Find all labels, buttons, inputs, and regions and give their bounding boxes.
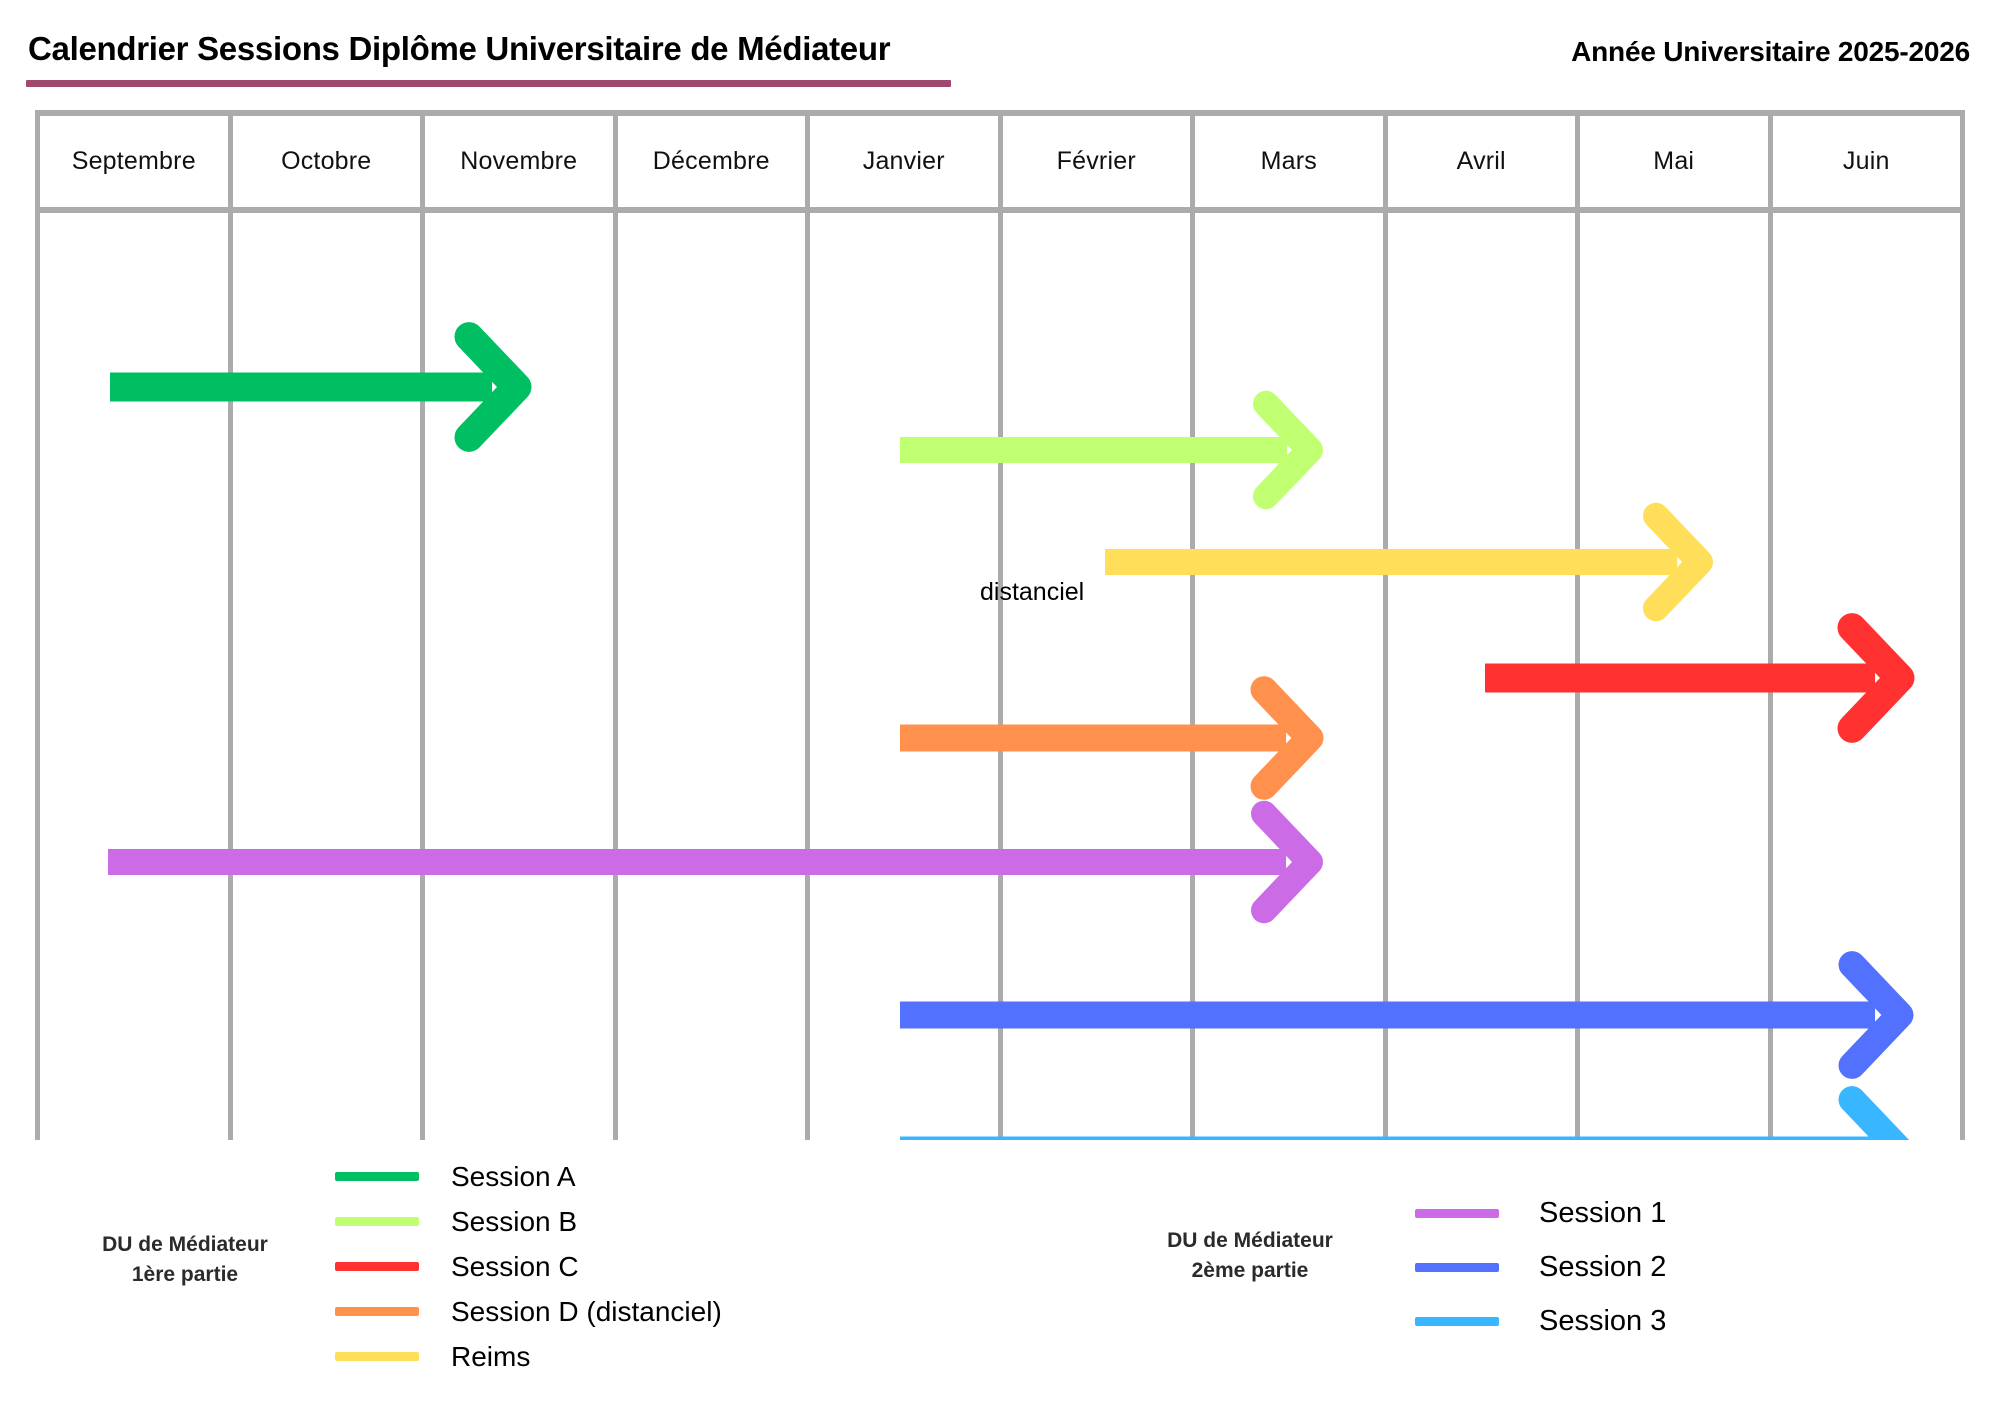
legend-item-label: Session 1 bbox=[1539, 1196, 1667, 1229]
month-cell: Février bbox=[997, 110, 1190, 213]
calendar-column bbox=[997, 213, 1190, 1140]
month-label: Décembre bbox=[652, 147, 770, 175]
calendar-column bbox=[1382, 213, 1575, 1140]
page-header: Calendrier Sessions Diplôme Universitair… bbox=[0, 0, 2000, 105]
month-cell: Mars bbox=[1190, 110, 1383, 213]
legend-second-part-title: DU de Médiateur 2ème partie bbox=[1135, 1226, 1365, 1287]
legend-color-swatch bbox=[1415, 1316, 1499, 1326]
month-cell: Octobre bbox=[227, 110, 420, 213]
calendar-column bbox=[1190, 213, 1383, 1140]
page-title: Calendrier Sessions Diplôme Universitair… bbox=[28, 30, 891, 67]
month-label: Octobre bbox=[281, 147, 372, 175]
legend-item[interactable]: Session C bbox=[335, 1244, 722, 1289]
legend-item-label: Session B bbox=[451, 1205, 578, 1237]
legend-second-part-title-line2: 2ème partie bbox=[1191, 1259, 1309, 1283]
month-header-row: Septembre Octobre Novembre Décembre Janvier F… bbox=[35, 110, 1965, 213]
month-cell: Septembre bbox=[35, 110, 228, 213]
month-label: Mars bbox=[1260, 147, 1317, 175]
month-label: Février bbox=[1056, 147, 1136, 175]
legend-item[interactable]: Session 3 bbox=[1415, 1294, 1666, 1348]
month-label: Mai bbox=[1653, 147, 1695, 175]
month-cell: Novembre bbox=[420, 110, 613, 213]
legend-first-part-items: Session A Session B Session C Session D (di… bbox=[335, 1154, 722, 1379]
month-cell: Janvier bbox=[805, 110, 998, 213]
month-label: Juin bbox=[1842, 147, 1890, 175]
title-underline bbox=[26, 80, 951, 87]
legend-item[interactable]: Session B bbox=[335, 1199, 722, 1244]
month-cell: Avril bbox=[1382, 110, 1575, 213]
distanciel-annotation: distanciel bbox=[980, 578, 1085, 606]
month-label: Novembre bbox=[460, 147, 578, 175]
legend-color-swatch bbox=[335, 1172, 419, 1181]
calendar-column bbox=[805, 213, 998, 1140]
month-cell: Décembre bbox=[612, 110, 805, 213]
calendar-grid: Septembre Octobre Novembre Décembre Janvier F… bbox=[35, 110, 1965, 1140]
legend-color-swatch bbox=[335, 1352, 419, 1361]
legend-item-label: Session A bbox=[451, 1160, 576, 1192]
legend-item-label: Reims bbox=[451, 1340, 531, 1372]
calendar-body-columns bbox=[35, 213, 1965, 1140]
calendar-column bbox=[35, 213, 228, 1140]
month-label: Septembre bbox=[71, 147, 196, 175]
legend-color-swatch bbox=[1415, 1208, 1499, 1218]
legend-item[interactable]: Session 1 bbox=[1415, 1186, 1666, 1240]
legend-item-label: Session C bbox=[451, 1250, 579, 1282]
legend-first-part-title-line2: 1ère partie bbox=[131, 1263, 239, 1287]
legend-item-label: Session 3 bbox=[1539, 1304, 1667, 1337]
legend-item[interactable]: Session A bbox=[335, 1154, 722, 1199]
calendar-column bbox=[1575, 213, 1768, 1140]
legend-color-swatch bbox=[1415, 1262, 1499, 1272]
legend-color-swatch bbox=[335, 1217, 419, 1226]
academic-year-label: Année Universitaire 2025-2026 bbox=[1571, 36, 1970, 67]
legend-first-part-title-line1: DU de Médiateur bbox=[102, 1233, 268, 1256]
legend-item[interactable]: Session 2 bbox=[1415, 1240, 1666, 1294]
legend-item[interactable]: Session D (distanciel) bbox=[335, 1289, 722, 1334]
calendar-column bbox=[420, 213, 613, 1140]
month-cell: Mai bbox=[1575, 110, 1768, 213]
legend-item[interactable]: Reims bbox=[335, 1334, 722, 1379]
month-cell: Juin bbox=[1767, 110, 1965, 213]
legend-second-part-items: Session 1 Session 2 Session 3 bbox=[1415, 1186, 1666, 1348]
legend-first-part-title: DU de Médiateur 1ère partie bbox=[70, 1230, 300, 1291]
legend-item-label: Session 2 bbox=[1539, 1250, 1667, 1283]
legend-color-swatch bbox=[335, 1262, 419, 1271]
calendar-column bbox=[227, 213, 420, 1140]
month-label: Janvier bbox=[862, 147, 945, 175]
calendar-column bbox=[1767, 213, 1965, 1140]
legend-item-label: Session D (distanciel) bbox=[451, 1295, 722, 1327]
month-label: Avril bbox=[1456, 147, 1506, 175]
calendar-column bbox=[612, 213, 805, 1140]
legend-color-swatch bbox=[335, 1307, 419, 1316]
legend-second-part-title-line1: DU de Médiateur bbox=[1167, 1229, 1333, 1252]
